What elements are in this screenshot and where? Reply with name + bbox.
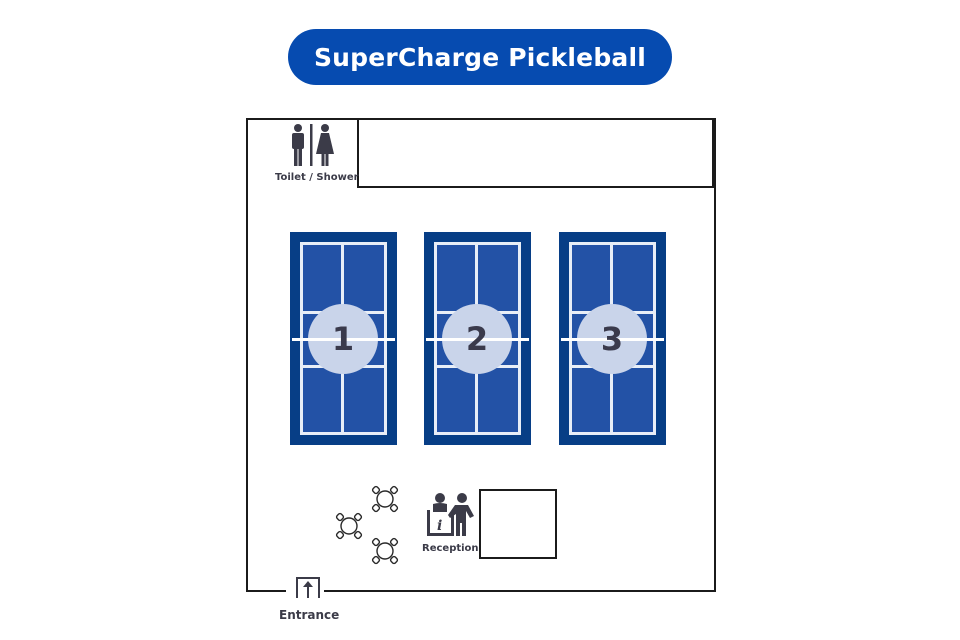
reception-info-icon: i — [427, 493, 474, 536]
court-3: 3 — [559, 232, 666, 445]
table-chairs-icon — [371, 485, 399, 513]
reception-label: Reception — [422, 543, 479, 554]
reception-desk-room — [479, 489, 557, 559]
title-banner: SuperCharge Pickleball — [288, 29, 672, 85]
table-chairs-icon — [371, 537, 399, 565]
court-number: 2 — [465, 320, 489, 358]
top-room — [357, 118, 714, 188]
court-number: 1 — [331, 320, 355, 358]
toilet-area: Toilet / Shower — [270, 122, 359, 186]
court-number: 3 — [600, 320, 624, 358]
restroom-icon — [292, 124, 334, 166]
toilet-label: Toilet / Shower — [275, 172, 359, 183]
entrance-arrow-icon — [296, 577, 320, 598]
entrance-label: Entrance — [279, 608, 340, 622]
entrance-gap — [286, 586, 324, 592]
court-1: 1 — [290, 232, 397, 445]
court-2: 2 — [424, 232, 531, 445]
net-line — [426, 338, 529, 341]
reception-area: i Reception — [420, 490, 479, 558]
svg-text:i: i — [437, 518, 442, 534]
net-line — [292, 338, 395, 341]
facility-title: SuperCharge Pickleball — [313, 42, 647, 72]
net-line — [561, 338, 664, 341]
table-chairs-icon — [335, 512, 363, 540]
